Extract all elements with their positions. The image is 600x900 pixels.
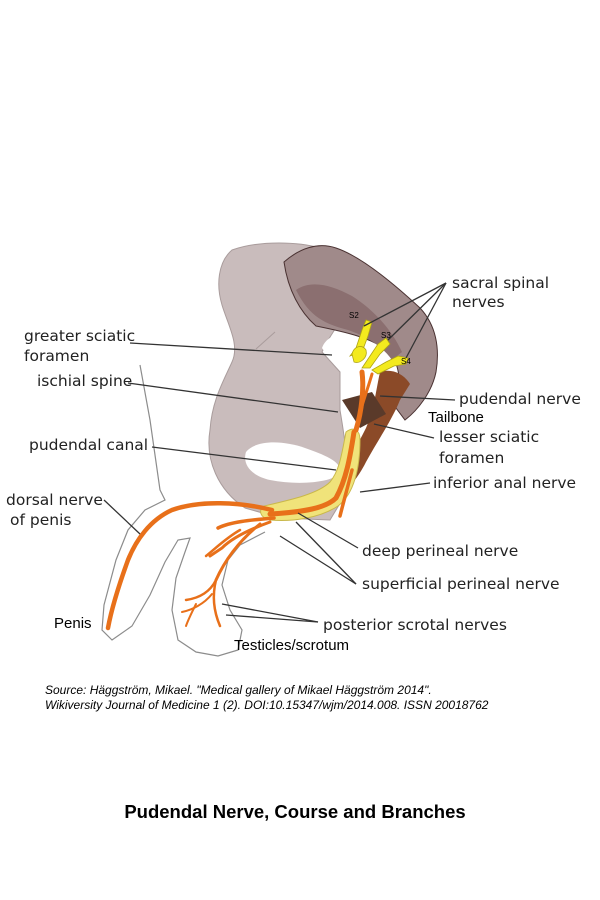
inferior-anal-nerve-branch: [338, 468, 354, 518]
hip-bone-ridge: [255, 331, 276, 350]
dorsal-nerve-of-penis-branch: [105, 500, 275, 631]
pudendal-nerve-main: [267, 369, 374, 517]
body-outline: [101, 364, 266, 657]
label-testicles-scrotum: Testicles/scrotum: [234, 637, 349, 654]
label-s2: S2: [349, 311, 359, 320]
source-line-2: Wikiversity Journal of Medicine 1 (2). D…: [45, 698, 489, 712]
sacral-root-s4: [371, 355, 409, 375]
leader-lines: [103, 282, 456, 623]
label-greater-sciatic-foramen-1: greater sciatic: [24, 327, 135, 345]
perineal-nerve-branches: [181, 516, 276, 628]
label-superficial-perineal-nerve: superficial perineal nerve: [362, 575, 560, 593]
label-lesser-sciatic-foramen-1: lesser sciatic: [439, 428, 539, 446]
label-ischial-spine: ischial spine: [37, 372, 132, 390]
label-sacral-spinal-nerves-2: nerves: [452, 293, 505, 311]
source-citation: Source: Häggström, Mikael. "Medical gall…: [45, 683, 585, 713]
label-posterior-scrotal-nerves: posterior scrotal nerves: [323, 616, 507, 634]
label-inferior-anal-nerve: inferior anal nerve: [433, 474, 576, 492]
sacral-root-s2-blob: [351, 346, 367, 363]
obturator-foramen: [245, 442, 341, 483]
sacral-root-s3: [361, 337, 391, 369]
label-sacral-spinal-nerves-1: sacral spinal: [452, 274, 549, 292]
label-s3: S3: [381, 331, 391, 340]
label-tailbone: Tailbone: [428, 409, 484, 426]
label-greater-sciatic-foramen-2: foramen: [24, 347, 89, 365]
sacrum-inner: [296, 284, 402, 360]
label-penis: Penis: [54, 615, 92, 632]
figure-caption: Pudendal Nerve, Course and Branches: [124, 801, 466, 822]
label-lesser-sciatic-foramen-2: foramen: [439, 449, 504, 467]
label-s4: S4: [401, 357, 411, 366]
label-deep-perineal-nerve: deep perineal nerve: [362, 542, 518, 560]
label-pudendal-nerve: pudendal nerve: [459, 390, 581, 408]
label-pudendal-canal: pudendal canal: [29, 436, 148, 454]
source-line-1: Source: Häggström, Mikael. "Medical gall…: [45, 683, 432, 697]
label-dorsal-nerve-of-penis-1: dorsal nerve: [6, 491, 103, 509]
label-dorsal-nerve-of-penis-2: of penis: [10, 511, 71, 529]
sacrospinous-ligament: [342, 392, 386, 428]
